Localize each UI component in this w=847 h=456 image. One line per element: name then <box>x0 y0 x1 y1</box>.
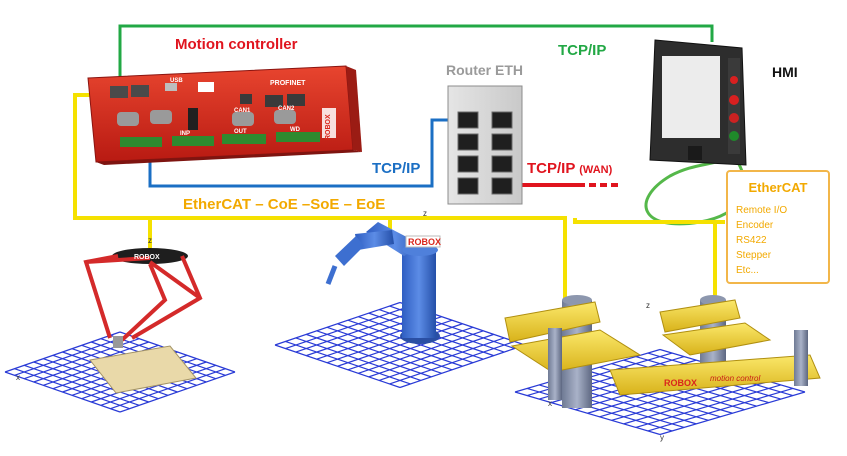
axis-label-z-arm: z <box>423 209 427 218</box>
scara-motion-control-text: motion control <box>710 374 760 383</box>
delta-brand-logo: ROBOX <box>134 254 160 261</box>
grid-line <box>635 384 782 428</box>
controller-usb-label: USB <box>170 78 183 84</box>
controller-profinet-label: PROFINET <box>270 80 306 87</box>
grid-line <box>378 337 505 381</box>
axis-label-z-scara: z <box>646 301 650 310</box>
floor-grid-arm <box>274 301 526 389</box>
controller-inp-label: INP <box>180 131 190 137</box>
controller-brand-logo: ROBOX <box>325 114 332 140</box>
router-eth <box>447 85 523 205</box>
hmi-label: HMI <box>772 64 798 80</box>
axis-label-y-scara: y <box>660 433 664 442</box>
grid-line <box>647 387 794 432</box>
router-eth-label: Router ETH <box>446 62 523 78</box>
list-item: Etc... <box>736 265 759 276</box>
ethercat-bus-cable <box>73 93 725 300</box>
controller-can2-label: CAN2 <box>278 106 295 112</box>
arm-brand-logo: ROBOX <box>408 237 441 247</box>
grid-line <box>389 340 515 385</box>
scara-robot-right: ROBOX motion control <box>609 295 821 396</box>
tcp-ip-wan-text: TCP/IP <box>527 160 576 177</box>
tcp-ip-wan-label: TCP/IP (WAN) <box>527 160 612 177</box>
scara-robot-left <box>504 295 642 408</box>
axis-label-x-scara: x <box>548 399 552 408</box>
motion-controller: PROFINET CAN1 CAN2 USB INP OUT WD ROBOX <box>87 65 362 165</box>
ethercat-devices-box: EtherCAT Remote I/O Encoder RS422 Steppe… <box>726 170 830 284</box>
ethercat-box-title: EtherCAT <box>748 180 808 195</box>
delta-robot: ROBOX <box>83 248 203 394</box>
list-item: Encoder <box>736 220 774 231</box>
controller-can1-label: CAN1 <box>234 108 251 114</box>
axis-labels: z x z z x y <box>16 209 664 442</box>
axis-label-x-delta: x <box>16 373 20 382</box>
controller-wd-label: WD <box>290 127 301 133</box>
grid-line <box>119 371 236 413</box>
articulated-robot-arm: ROBOX <box>325 222 441 344</box>
wan-text: (WAN) <box>579 164 613 176</box>
grid-line <box>119 331 236 373</box>
list-item: Stepper <box>736 250 772 261</box>
grid-line <box>399 344 526 389</box>
hmi-panel <box>649 39 747 166</box>
ethercat-bus-label: EtherCAT – CoE –SoE – EoE <box>183 196 386 213</box>
tcp-ip-label-top: TCP/IP <box>558 42 607 59</box>
controller-out-label: OUT <box>234 129 247 135</box>
axis-label-z-delta: z <box>148 236 152 245</box>
list-item: Remote I/O <box>736 205 788 216</box>
list-item: RS422 <box>736 235 767 246</box>
grid-line <box>659 391 806 436</box>
scara-brand-logo: ROBOX <box>664 378 697 388</box>
ethercat-device-list: Remote I/O Encoder RS422 Stepper Etc... <box>736 203 787 278</box>
motion-controller-label: Motion controller <box>175 36 298 53</box>
grid-line <box>110 368 226 410</box>
tcp-ip-label-left: TCP/IP <box>372 160 421 177</box>
